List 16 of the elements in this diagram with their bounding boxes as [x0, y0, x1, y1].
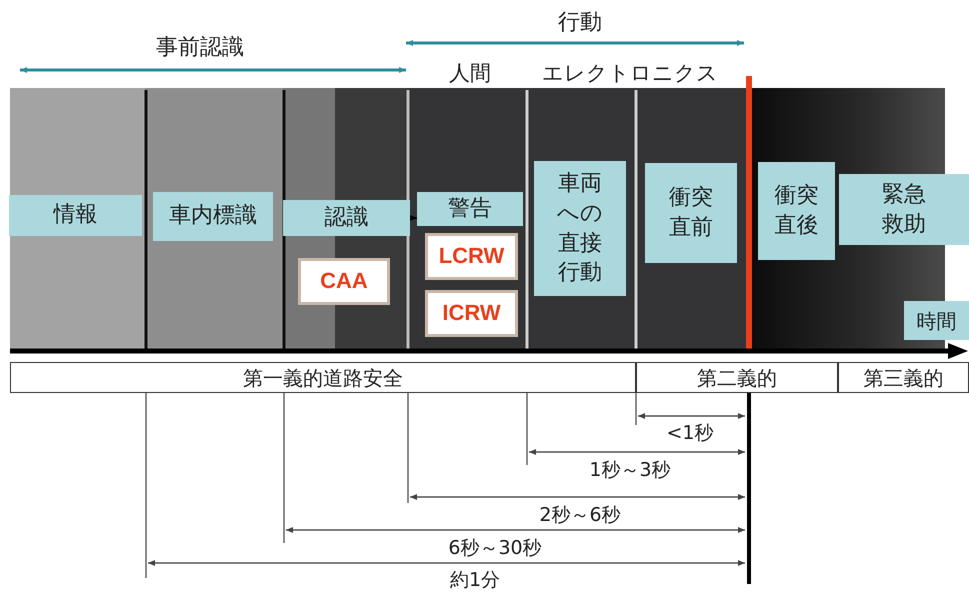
- label-box: 警告: [417, 192, 523, 226]
- label-box: 衝突直前: [645, 163, 737, 263]
- label-box: 衝突直後: [758, 162, 835, 260]
- acronym-box: LCRW: [425, 233, 518, 280]
- label-box: 車両への直接行動: [534, 161, 626, 296]
- label-box: 時間: [904, 301, 969, 340]
- acronym-box: ICRW: [425, 290, 518, 337]
- band-cell: 第一義的道路安全: [10, 362, 636, 393]
- label-box: 認識: [283, 200, 410, 236]
- label-box: 車内標識: [153, 192, 273, 241]
- label-box: 緊急救助: [839, 174, 969, 245]
- acronym-box: CAA: [298, 258, 390, 305]
- arrow: [410, 215, 417, 221]
- label-box: 情報: [9, 195, 142, 236]
- band-cell: 第三義的: [838, 362, 969, 393]
- band-cell: 第二義的: [636, 362, 838, 393]
